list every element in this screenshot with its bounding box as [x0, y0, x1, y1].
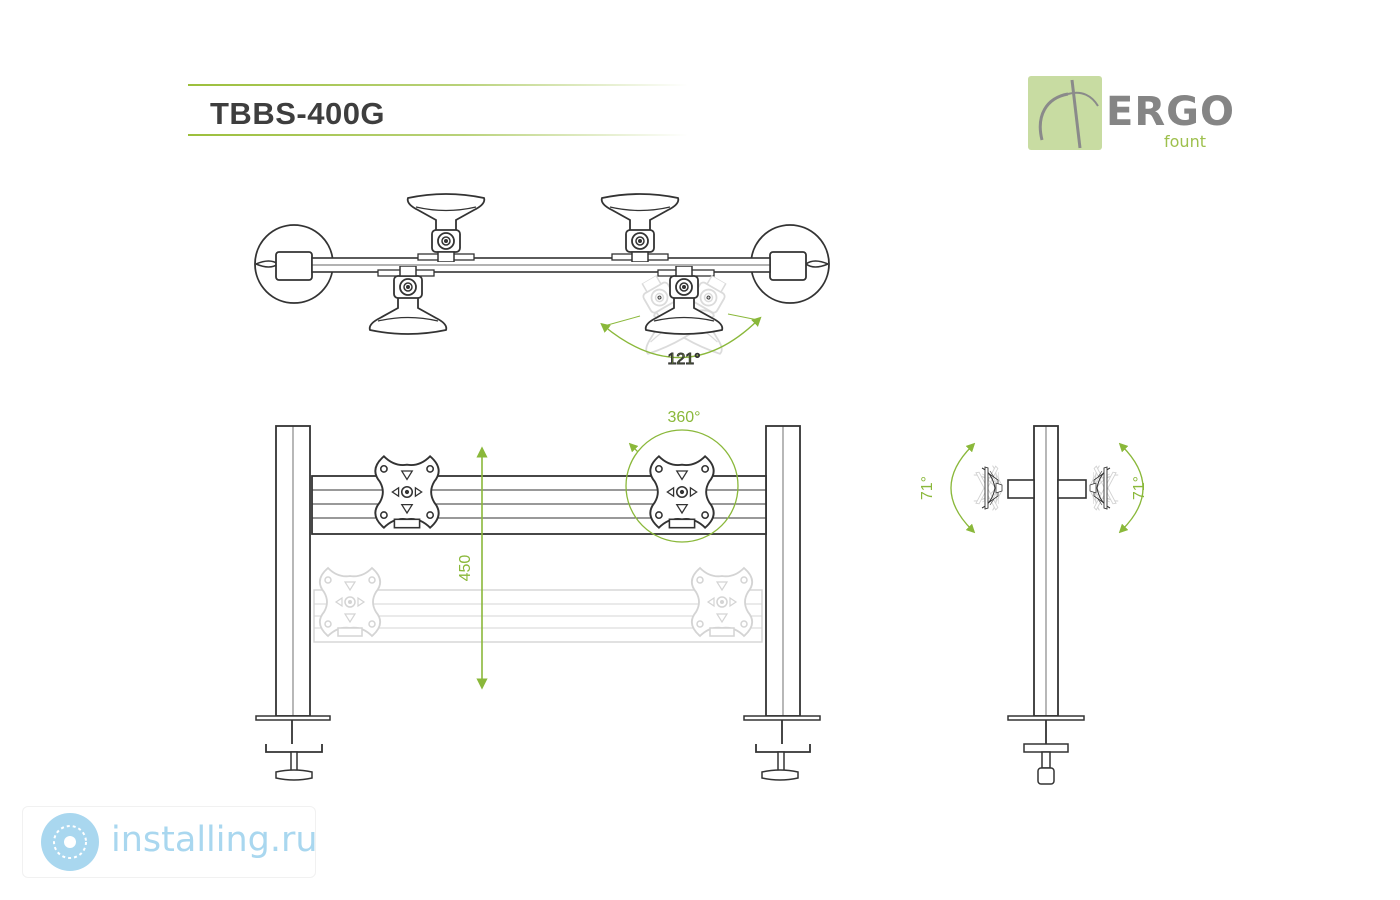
swivel-head-back-left: [406, 193, 486, 262]
front-view: 360° 450: [255, 409, 821, 781]
right-clamp-knob: [761, 769, 799, 781]
watermark-logo-icon: [41, 813, 99, 871]
brand-name: ERGO: [1106, 89, 1235, 135]
left-clamp-knob: [275, 769, 313, 781]
swivel-angle-label: 121°: [667, 351, 700, 368]
tilt-left-label: 71°: [919, 476, 936, 500]
rotation-angle-label: 360°: [667, 409, 700, 426]
watermark-text: installing.ru: [111, 820, 318, 860]
side-clamp-knob: [1037, 767, 1055, 785]
logo-mark: [1028, 76, 1102, 150]
brand-logo: ERGO fount: [1026, 70, 1234, 166]
top-view: 121°: [254, 193, 830, 369]
vesa-plate-right: [649, 455, 715, 529]
tilt-arc-left: [950, 442, 976, 534]
watermark: installing.ru: [22, 806, 318, 878]
brand-sub: fount: [1164, 132, 1206, 151]
model-title: TBBS-400G: [210, 96, 386, 131]
side-view: 71° 71°: [919, 425, 1148, 785]
height-adjust-label: 450: [457, 555, 474, 582]
title-rule-top: [188, 84, 688, 86]
swivel-head-back-right: [600, 193, 680, 262]
tilt-right-label: 71°: [1131, 476, 1148, 500]
title-block: TBBS-400G: [188, 84, 688, 138]
tilt-arc-right: [1118, 442, 1144, 534]
lowered-position-ghost: [313, 567, 763, 643]
rotation-circle: [625, 429, 739, 543]
swivel-arc: [600, 316, 762, 359]
vesa-plate-left: [374, 455, 440, 529]
title-rule-bottom: [188, 134, 688, 136]
logo-swoosh-icon: [1038, 79, 1099, 149]
